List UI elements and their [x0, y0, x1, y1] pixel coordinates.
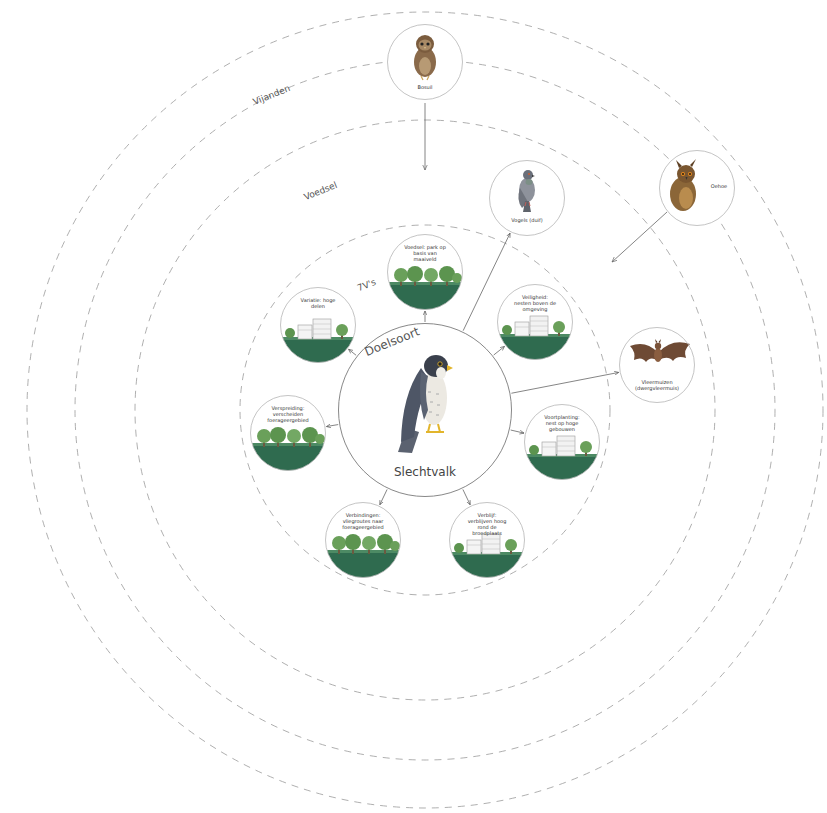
- connector-arrow: [494, 346, 505, 355]
- circle-outline: [281, 288, 356, 363]
- circle-outline: [388, 235, 463, 310]
- leader-arrow: [425, 103, 426, 170]
- eagle-owl-picture: [670, 159, 696, 211]
- leader-arrow: [612, 212, 667, 262]
- circle-outline: [326, 503, 401, 578]
- node-label: Oehoe: [707, 183, 731, 189]
- circle-outline: [490, 161, 565, 236]
- connector-arrow: [380, 489, 387, 504]
- node-label: Verbindingen: vliegroutes naar foerageer…: [341, 512, 385, 530]
- circle-node: Verbindingen: vliegroutes naar foerageer…: [325, 502, 401, 578]
- connector-arrow: [326, 425, 338, 427]
- node-label: Bosuil: [400, 84, 450, 90]
- node-label: Slechtvalk: [375, 465, 475, 479]
- circle-outline: [498, 285, 573, 360]
- circle-outline: [450, 503, 525, 578]
- connector-arrow: [511, 372, 618, 393]
- node-label: Verblijf: verblijven hoog rond de broedp…: [465, 512, 509, 536]
- connector-arrow: [511, 430, 524, 433]
- circle-node: Verspreiding: verscheiden foerageergebie…: [250, 395, 326, 471]
- node-label: Variatie: hoge delen: [296, 297, 340, 309]
- ring-label: Voedsel: [302, 180, 338, 202]
- node-label: Vogels (duif): [502, 217, 552, 223]
- node-label: Veiligheid: nesten boven de omgeving: [513, 294, 557, 312]
- node-label: Verspreiding: verscheiden foerageergebie…: [266, 405, 310, 423]
- node-label: Voedsel: park op basis van maaiveld: [403, 244, 447, 262]
- circle-outline: [619, 327, 695, 403]
- node-label: Vleermuizen (dwergvleermuis): [631, 379, 683, 391]
- connector-arrow: [463, 489, 470, 504]
- circle-outline: [525, 405, 600, 480]
- scene: [385, 266, 465, 315]
- circle-node: Variatie: hoge delen: [280, 287, 356, 363]
- circle-node: Voortplanting: nest op hoge gebouwen: [524, 404, 600, 480]
- circle-outline: [339, 324, 512, 497]
- bat-picture: [630, 339, 690, 362]
- connector-arrow: [349, 349, 357, 355]
- circle-outline: [251, 396, 326, 471]
- pigeon-picture: [518, 170, 535, 212]
- connector-arrow: [463, 233, 510, 331]
- circle-node: Voedsel: park op basis van maaiveld: [387, 234, 463, 310]
- owl-picture: [414, 35, 436, 80]
- scene: [248, 427, 328, 476]
- ring-label: Vijanden: [252, 83, 292, 107]
- scene: [323, 534, 403, 583]
- circle-outline: [660, 151, 735, 226]
- circle-node: Vogels (duif): [489, 160, 565, 236]
- circle-outline: [489, 160, 565, 236]
- circle-node: Bosuil: [387, 24, 463, 100]
- connector-arrow: [425, 311, 426, 322]
- circle-node: Vleermuizen (dwergvleermuis): [619, 327, 695, 403]
- falcon-picture: [398, 355, 453, 453]
- target-species-circle: DoelsoortSlechtvalk: [338, 323, 512, 497]
- circle-node: Oehoe: [659, 150, 735, 226]
- circle-outline: [388, 25, 463, 100]
- circle-ground: [250, 24, 735, 578]
- ring-label: 7V's: [356, 277, 377, 293]
- circle-outline: [620, 328, 695, 403]
- node-label: Voortplanting: nest op hoge gebouwen: [540, 414, 584, 432]
- circle-node: Verblijf: verblijven hoog rond de broedp…: [449, 502, 525, 578]
- circle-node: Veiligheid: nesten boven de omgeving: [497, 284, 573, 360]
- ring: [27, 12, 823, 808]
